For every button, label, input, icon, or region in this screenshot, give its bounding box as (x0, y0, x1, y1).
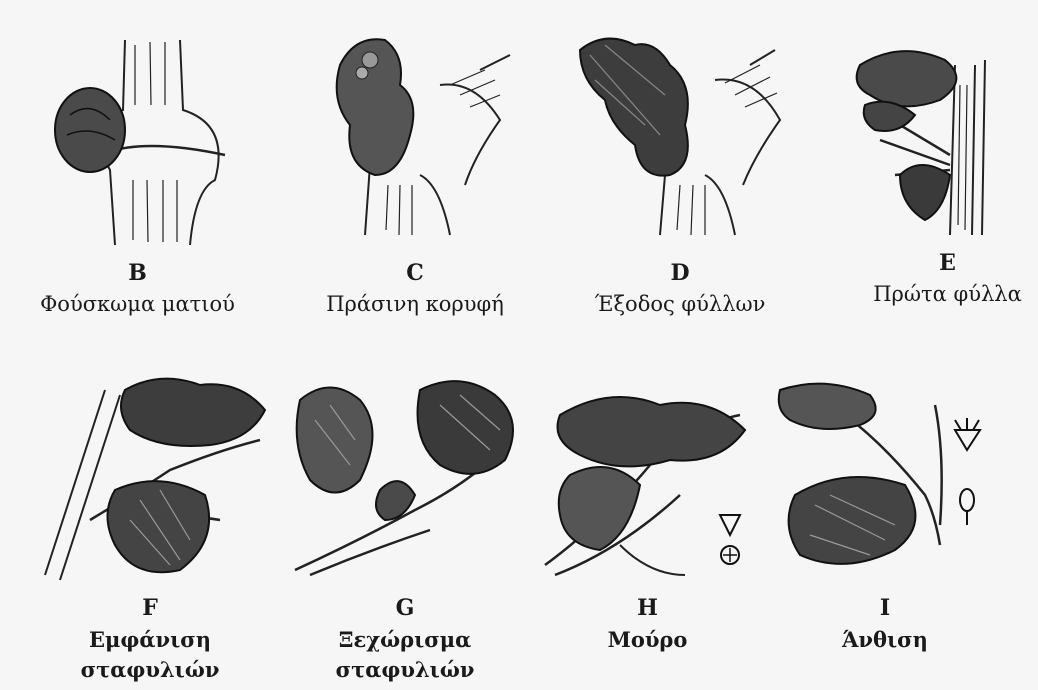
stage-g-cluster-separation-drawing (290, 370, 530, 585)
stage-f-cluster-appearance-drawing (30, 370, 280, 585)
stage-i-code: I (735, 595, 1035, 621)
stage-b-code: B (10, 260, 265, 286)
stage-c-green-tip-drawing (300, 25, 530, 250)
stage-b: B Φούσκωμα ματιού (15, 30, 265, 320)
stage-e-name: Πρώτα φύλλα (860, 282, 1035, 307)
stage-b-name: Φούσκωμα ματιού (10, 292, 265, 317)
stage-g-name-line2: σταφυλιών (280, 657, 530, 682)
stage-g-name-line1: Ξεχώρισμα (280, 627, 530, 652)
stage-d: D Έξοδος φύλλων (565, 25, 805, 320)
stage-h-separated-clusters-drawing (540, 375, 780, 585)
stage-g-code: G (280, 595, 530, 621)
stage-f: F Εμφάνιση σταφυλιών (30, 370, 280, 690)
stage-i-flowering-drawing (775, 375, 1035, 585)
stage-f-name-line2: σταφυλιών (20, 657, 280, 682)
stage-c-code: C (300, 260, 530, 286)
stage-f-name-line1: Εμφάνιση (20, 627, 280, 652)
stage-e-first-leaves-drawing (840, 45, 1035, 245)
stage-i-name: Άνθιση (735, 627, 1035, 652)
stage-e: E Πρώτα φύλλα (840, 45, 1035, 320)
stage-i: I Άνθιση (775, 375, 1035, 675)
stage-f-code: F (20, 595, 280, 621)
stage-c: C Πράσινη κορυφή (300, 25, 530, 320)
stage-d-name: Έξοδος φύλλων (555, 292, 805, 317)
stage-d-code: D (555, 260, 805, 286)
stage-b-swelling-bud-drawing (15, 30, 265, 255)
stage-c-name: Πράσινη κορυφή (300, 292, 530, 317)
stage-e-code: E (860, 250, 1035, 276)
stage-d-leaf-emergence-drawing (565, 25, 805, 250)
stage-g: G Ξεχώρισμα σταφυλιών (290, 370, 530, 690)
